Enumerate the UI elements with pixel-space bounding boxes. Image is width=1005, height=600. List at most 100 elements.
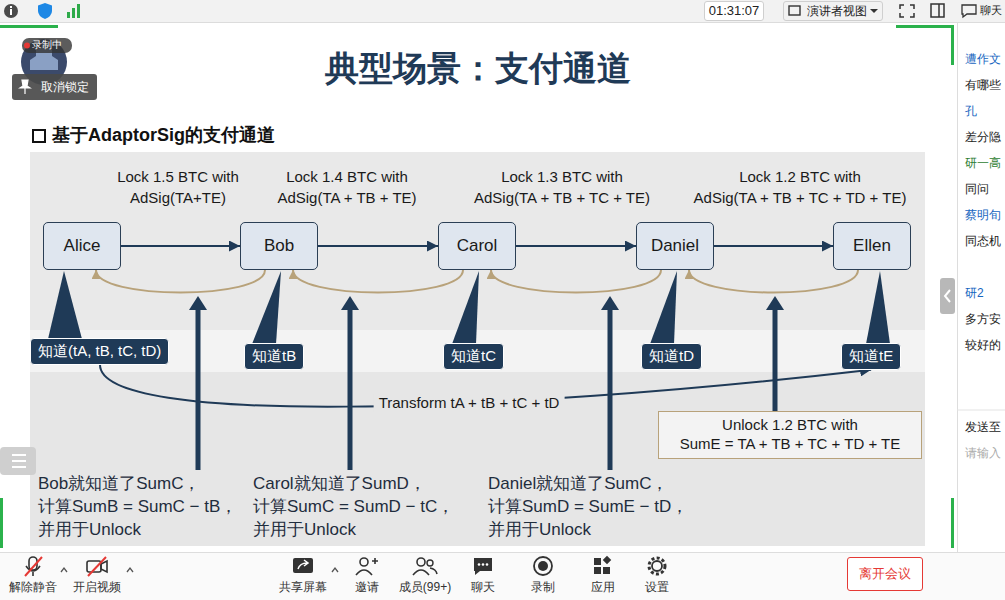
chat-text: 同态机 <box>965 234 1001 248</box>
note-text: Carol就知道了SumD， <box>253 474 426 494</box>
timer-box: 01:31:07 <box>704 1 764 21</box>
reveal-arc <box>491 270 661 293</box>
lock-label: AdSig(TA+TE) <box>130 189 226 207</box>
record-dot <box>24 43 30 49</box>
chat-icon <box>478 563 481 566</box>
callout-pointer <box>452 271 479 344</box>
node-text: 01:31:07 <box>709 3 760 19</box>
node-text: 知道tC <box>451 347 496 366</box>
menu-caret <box>127 568 133 572</box>
top-bar <box>0 0 1005 22</box>
invite-icon <box>356 558 378 575</box>
toolbar-label: 设置 <box>645 580 669 594</box>
chat-text: 差分隐 <box>965 130 1001 144</box>
members-icon <box>427 560 433 566</box>
node-text: 演讲者视图 <box>807 4 867 19</box>
members-icon <box>413 568 437 575</box>
note-text: 计算SumB = SumC − tB， <box>38 497 237 517</box>
apps-icon <box>603 556 611 564</box>
node-text: 知道tE <box>849 347 893 366</box>
apps-icon <box>594 567 601 574</box>
toolbar-label: 解除静音 <box>9 580 57 594</box>
chat-text: 发送至 <box>965 420 1001 434</box>
chat-text: 同问 <box>965 182 989 196</box>
unlock-box: Unlock 1.2 BTC withSumE = TA + TB + TC +… <box>658 411 922 459</box>
lock-label: AdSig(TA + TB + TE) <box>277 189 416 207</box>
apps-icon <box>594 558 601 565</box>
toolbar-label: 聊天 <box>471 580 495 594</box>
unlock-pin-bg <box>12 74 97 100</box>
collapse-tab <box>945 290 950 302</box>
knowledge-callout: 知道(tA, tB, tC, tD) <box>30 338 169 365</box>
knowledge-callout: 知道tE <box>841 343 901 370</box>
callout-pointer <box>650 271 677 344</box>
edge-label: Transform tA + tB + tC + tD <box>374 394 565 412</box>
party-box: Carol <box>438 222 516 270</box>
toolbar-label: 共享屏幕 <box>279 580 327 594</box>
note-text: 计算SumC = SumD − tC， <box>253 497 454 517</box>
record-icon <box>538 561 548 571</box>
note-text: Daniel就知道了SumC， <box>488 474 668 494</box>
toolbar <box>0 552 1005 600</box>
note-text: Bob就知道了SumC， <box>38 474 200 494</box>
view-select: 演讲者视图 <box>783 1 883 21</box>
invite-icon <box>360 558 368 566</box>
chat-panel-rule <box>957 23 958 552</box>
node-text: SumE = TA + TB + TC + TD + TE <box>669 435 911 454</box>
lock-label: Lock 1.4 BTC with <box>286 168 408 186</box>
info-icon <box>4 4 18 18</box>
up-arrow <box>766 296 784 310</box>
party-box: Daniel <box>636 222 714 270</box>
node-text: 知道tD <box>649 347 694 366</box>
channel-arrow <box>318 245 438 247</box>
node-text: Alice <box>64 235 101 256</box>
panel-icon <box>931 4 944 17</box>
chat-text: 蔡明旬 <box>965 208 1001 222</box>
slide-title: 典型场景：支付通道 <box>325 46 631 92</box>
info-icon <box>10 6 12 8</box>
channel-arrow <box>516 245 636 247</box>
chat-icon <box>482 563 485 566</box>
video-slash <box>88 557 106 576</box>
party-box: Ellen <box>833 222 911 270</box>
chat-text: 研2 <box>965 286 984 300</box>
pin-icon <box>20 80 30 94</box>
green-mark <box>0 498 3 548</box>
presenter-icon <box>789 6 800 15</box>
list-tab <box>12 455 26 467</box>
shield-icon <box>38 3 52 19</box>
settings-icon <box>652 561 662 571</box>
list-tab <box>0 447 36 475</box>
record-icon <box>534 557 552 575</box>
menu-caret <box>332 568 338 572</box>
knowledge-callout: 知道tB <box>244 343 304 370</box>
chat-text: 较好的 <box>965 338 1001 352</box>
settings-icon <box>649 558 665 574</box>
up-arrow <box>348 306 353 470</box>
up-arrow <box>189 296 207 310</box>
signal-icon <box>72 8 75 18</box>
panel-title: 聊天 <box>980 4 1002 17</box>
toolbar-label: 应用 <box>591 580 615 594</box>
node-text: Carol <box>457 235 498 256</box>
share-icon <box>293 558 313 573</box>
node-text: Unlock 1.2 BTC with <box>669 416 911 435</box>
node-text: Bob <box>264 235 294 256</box>
reveal-arc <box>293 270 463 293</box>
reveal-arc <box>96 270 265 293</box>
callout-pointer <box>48 271 82 339</box>
chat-input-rule <box>957 410 1005 411</box>
toolbar-label: 录制 <box>531 580 555 594</box>
record-badge <box>22 38 72 53</box>
party-box: Alice <box>43 222 121 270</box>
green-mark <box>0 25 58 28</box>
chat-text: 研一高 <box>965 156 1001 170</box>
node-text: 取消锁定 <box>41 80 89 95</box>
note-text: 计算SumD = SumE − tD， <box>488 497 688 517</box>
node-text: 知道tB <box>252 347 296 366</box>
chat-text: 孔 <box>965 104 977 118</box>
fullscreen-icon <box>900 5 914 17</box>
lock-label: Lock 1.5 BTC with <box>117 168 239 186</box>
